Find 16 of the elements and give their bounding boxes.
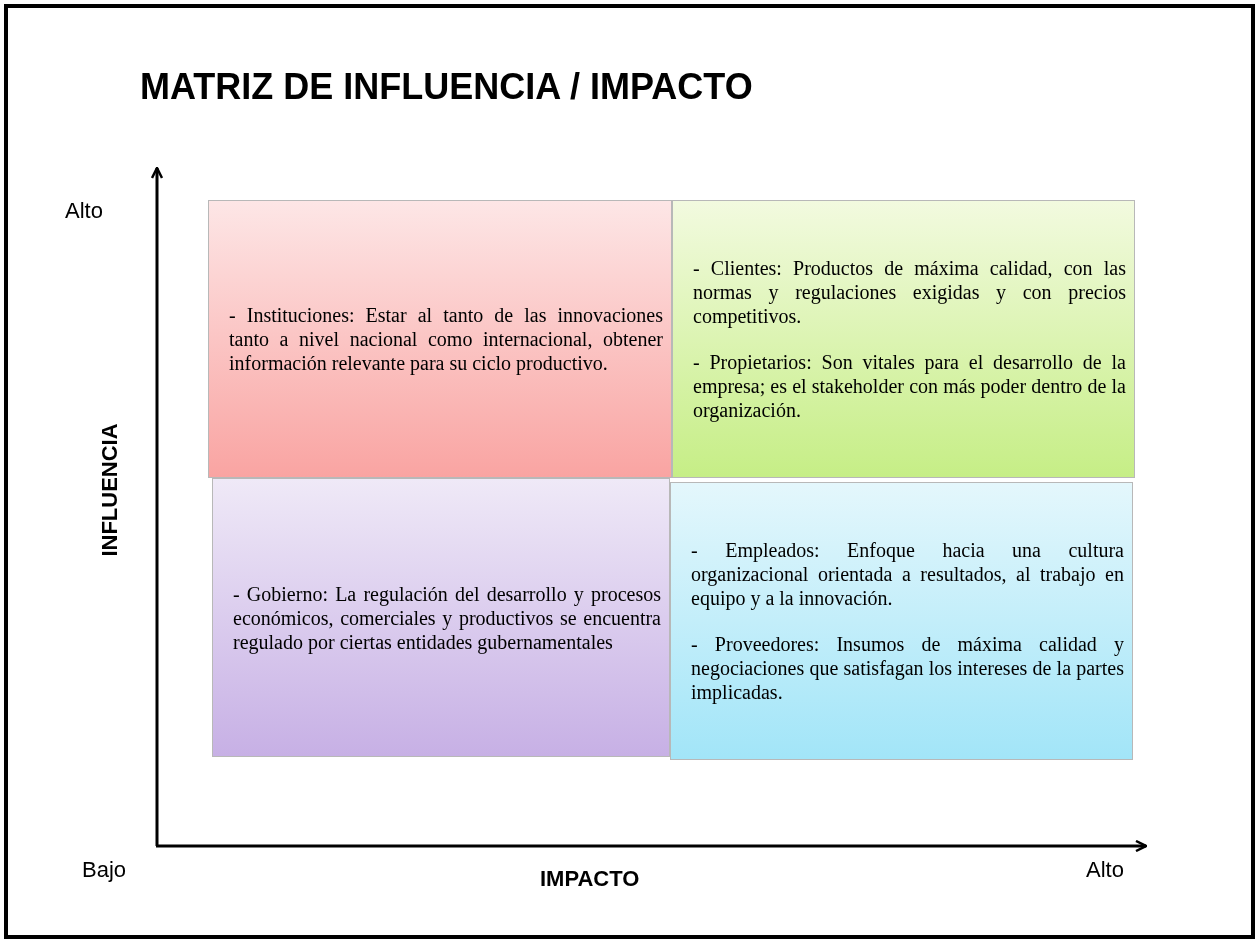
quadrant-text: - Empleados: Enfoque hacia una cultura organizacional orientada a resultados, al trabajo en equipo y a la innovación. (691, 538, 1124, 610)
quadrant-text: - Propietarios: Son vitales para el desarrollo de la empresa; es el stakeholder con más poder dentro de la organización. (693, 350, 1126, 422)
quadrant-box (212, 478, 670, 757)
quadrant-text: - Gobierno: La regulación del desarrollo y procesos económicos, comerciales y productivos se encuentra regulado por ciertas entidades gubernamentales (233, 581, 661, 654)
quadrant-text: - Proveedores: Insumos de máxima calidad y negociaciones que satisfagan los intereses de la partes implicadas. (691, 632, 1124, 704)
quadrant-text: - Clientes: Productos de máxima calidad, con las normas y regulaciones exigidas y con precios competitivos. (693, 256, 1126, 328)
axis-title: IMPACTO (540, 866, 640, 892)
axis-value-label: Alto (65, 198, 103, 224)
quadrant-box (208, 200, 672, 478)
axis-value-label: Bajo (82, 857, 127, 883)
axis-title: INFLUENCIA (97, 423, 123, 557)
diagram-title: MATRIZ DE INFLUENCIA / IMPACTO (140, 66, 753, 108)
quadrant-box (672, 200, 1135, 478)
quadrant-text: - Instituciones: Estar al tanto de las innovaciones tanto a nivel nacional como internacional, obtener información relevante para su ciclo productivo. (229, 303, 663, 375)
axis-value-label: Alto (1086, 857, 1124, 883)
quadrant-box (670, 482, 1133, 760)
